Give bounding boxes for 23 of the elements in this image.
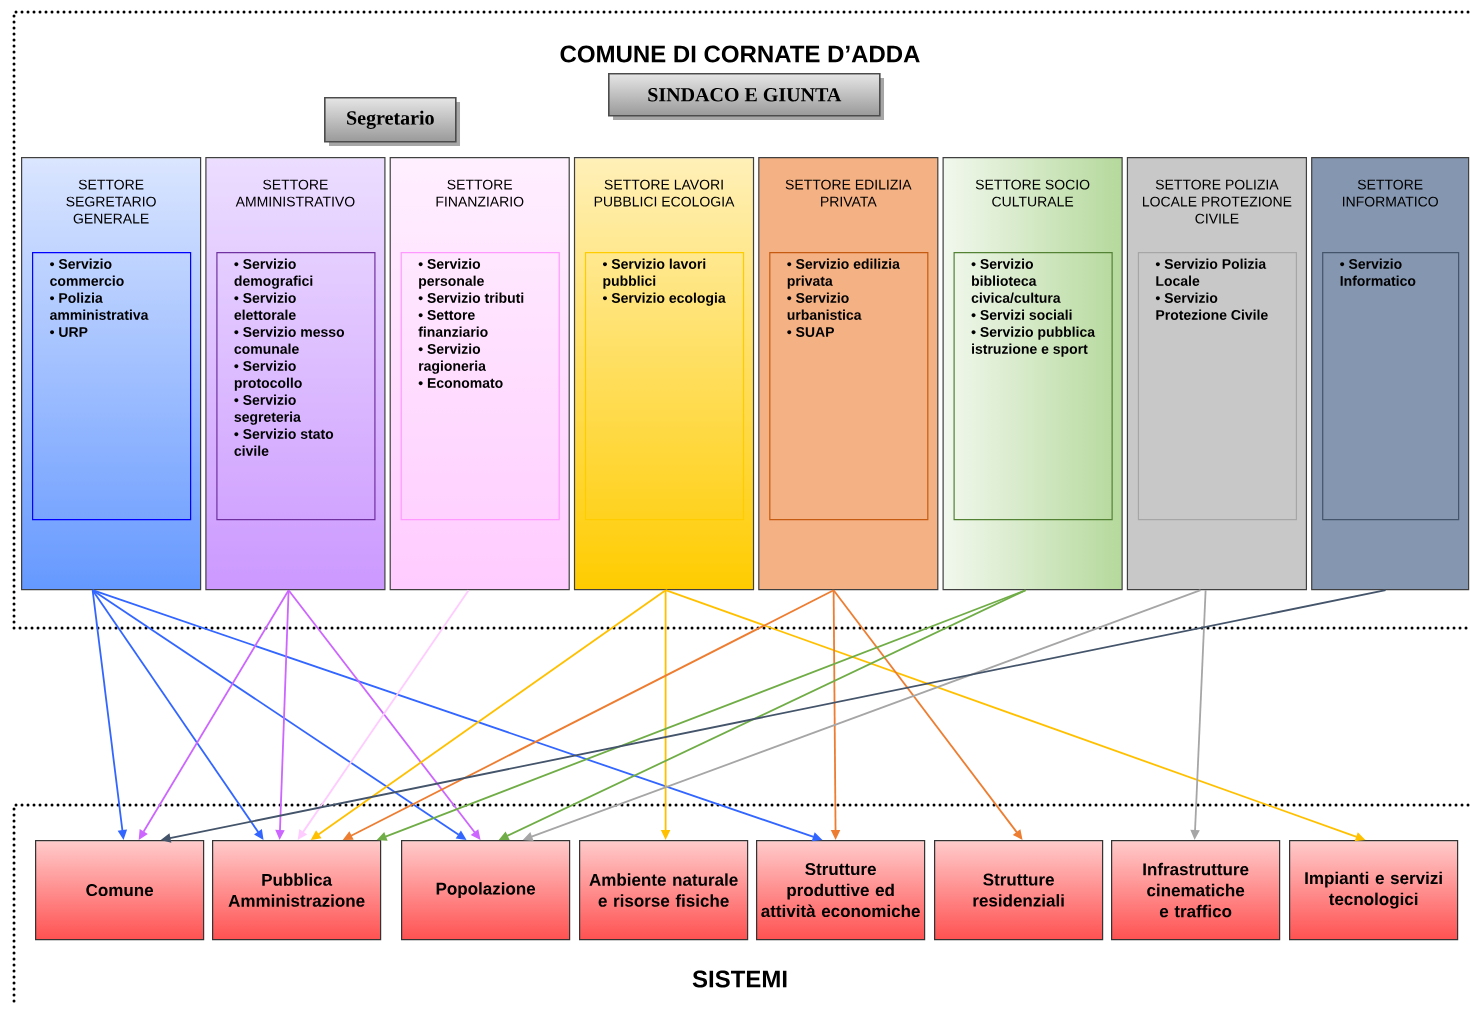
system-box: Comune: [35, 840, 205, 941]
title-box: SINDACO E GIUNTA: [608, 73, 884, 120]
system-box: Infrastrutture cinematiche e traffico: [1111, 840, 1281, 941]
system-box: Impianti e servizi tecnologici: [1289, 840, 1459, 941]
system-box: Popolazione: [401, 840, 571, 941]
arrow: [91, 589, 264, 840]
arrow: [832, 589, 1023, 840]
system-box: Ambiente naturale e risorse fisiche: [579, 840, 749, 941]
service-list-box: • Servizio lavori pubblici • Servizio ecologia: [584, 252, 745, 521]
service-list-box: • Servizio biblioteca civica/cultura • Servizi sociali • Servizio pubblica istruzione e sport: [953, 252, 1113, 521]
system-box: Pubblica Amministrazione: [212, 840, 382, 941]
title-box: Segretario: [324, 97, 460, 146]
system-box: Strutture produttive ed attività economiche: [756, 840, 926, 941]
service-list-box: • Servizio personale • Servizio tributi • Settore finanziario • Servizio ragioneria • Economato: [400, 252, 560, 521]
heading: SISTEMI: [692, 970, 787, 988]
service-list-box: • Servizio commercio • Polizia amministrativa • URP: [32, 252, 192, 521]
service-list-box: • Servizio edilizia privata • Servizio urbanistica • SUAP: [769, 252, 929, 521]
system-box: Strutture residenziali: [934, 840, 1104, 941]
service-list-box: • Servizio demografici • Servizio elettorale • Servizio messo comunale • Servizio protocollo • Servizio segreteria • Servizio stato civile: [216, 252, 376, 521]
arrow: [138, 589, 290, 840]
service-list-box: • Servizio Informatico: [1322, 252, 1460, 521]
service-list-box: • Servizio Polizia Locale • Servizio Protezione Civile: [1137, 252, 1297, 521]
title: COMUNE DI CORNATE D’ADDA: [560, 45, 920, 63]
